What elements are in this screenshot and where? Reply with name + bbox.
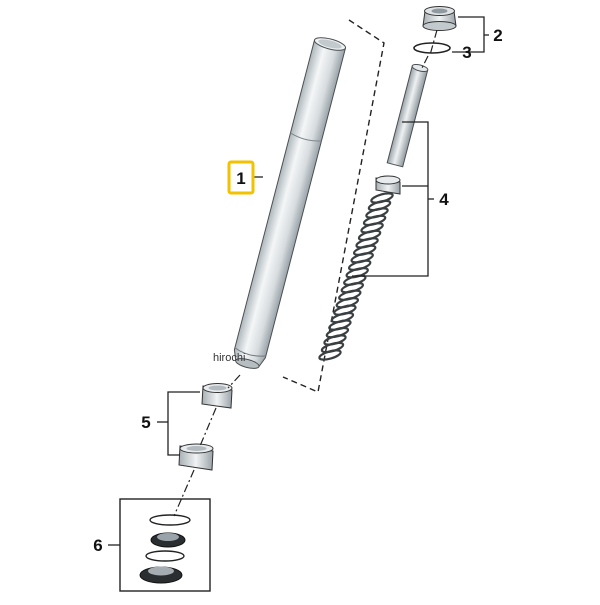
damper-rod: [386, 63, 429, 168]
callout-6: 6: [93, 536, 102, 555]
callout-3: 3: [462, 43, 471, 62]
spring-coil: [318, 349, 342, 361]
fork-spring: [318, 192, 394, 361]
retaining-clip: [145, 550, 185, 562]
spring-spacer: [375, 175, 401, 195]
dust-seal: [149, 514, 191, 526]
oil-seal-upper: [150, 532, 186, 548]
callout-1: 1: [236, 169, 245, 188]
leader-lines: [108, 16, 489, 546]
callout-5: 5: [141, 413, 150, 432]
cap-part-2: [422, 6, 457, 31]
fork-tube-part-1: [233, 37, 347, 369]
o-ring-part-3: [413, 42, 451, 54]
callout-4: 4: [439, 190, 449, 209]
bushing-upper: [201, 383, 233, 409]
bushing-lower: [178, 443, 214, 471]
tube-bracket-dashed: [282, 19, 385, 393]
watermark-text: hirochi: [213, 352, 245, 364]
callout-1-highlight-box: [227, 160, 255, 195]
assembly-axis-lines: [173, 29, 438, 517]
callout-2: 2: [493, 26, 502, 45]
oil-seal-lower: [139, 566, 183, 584]
